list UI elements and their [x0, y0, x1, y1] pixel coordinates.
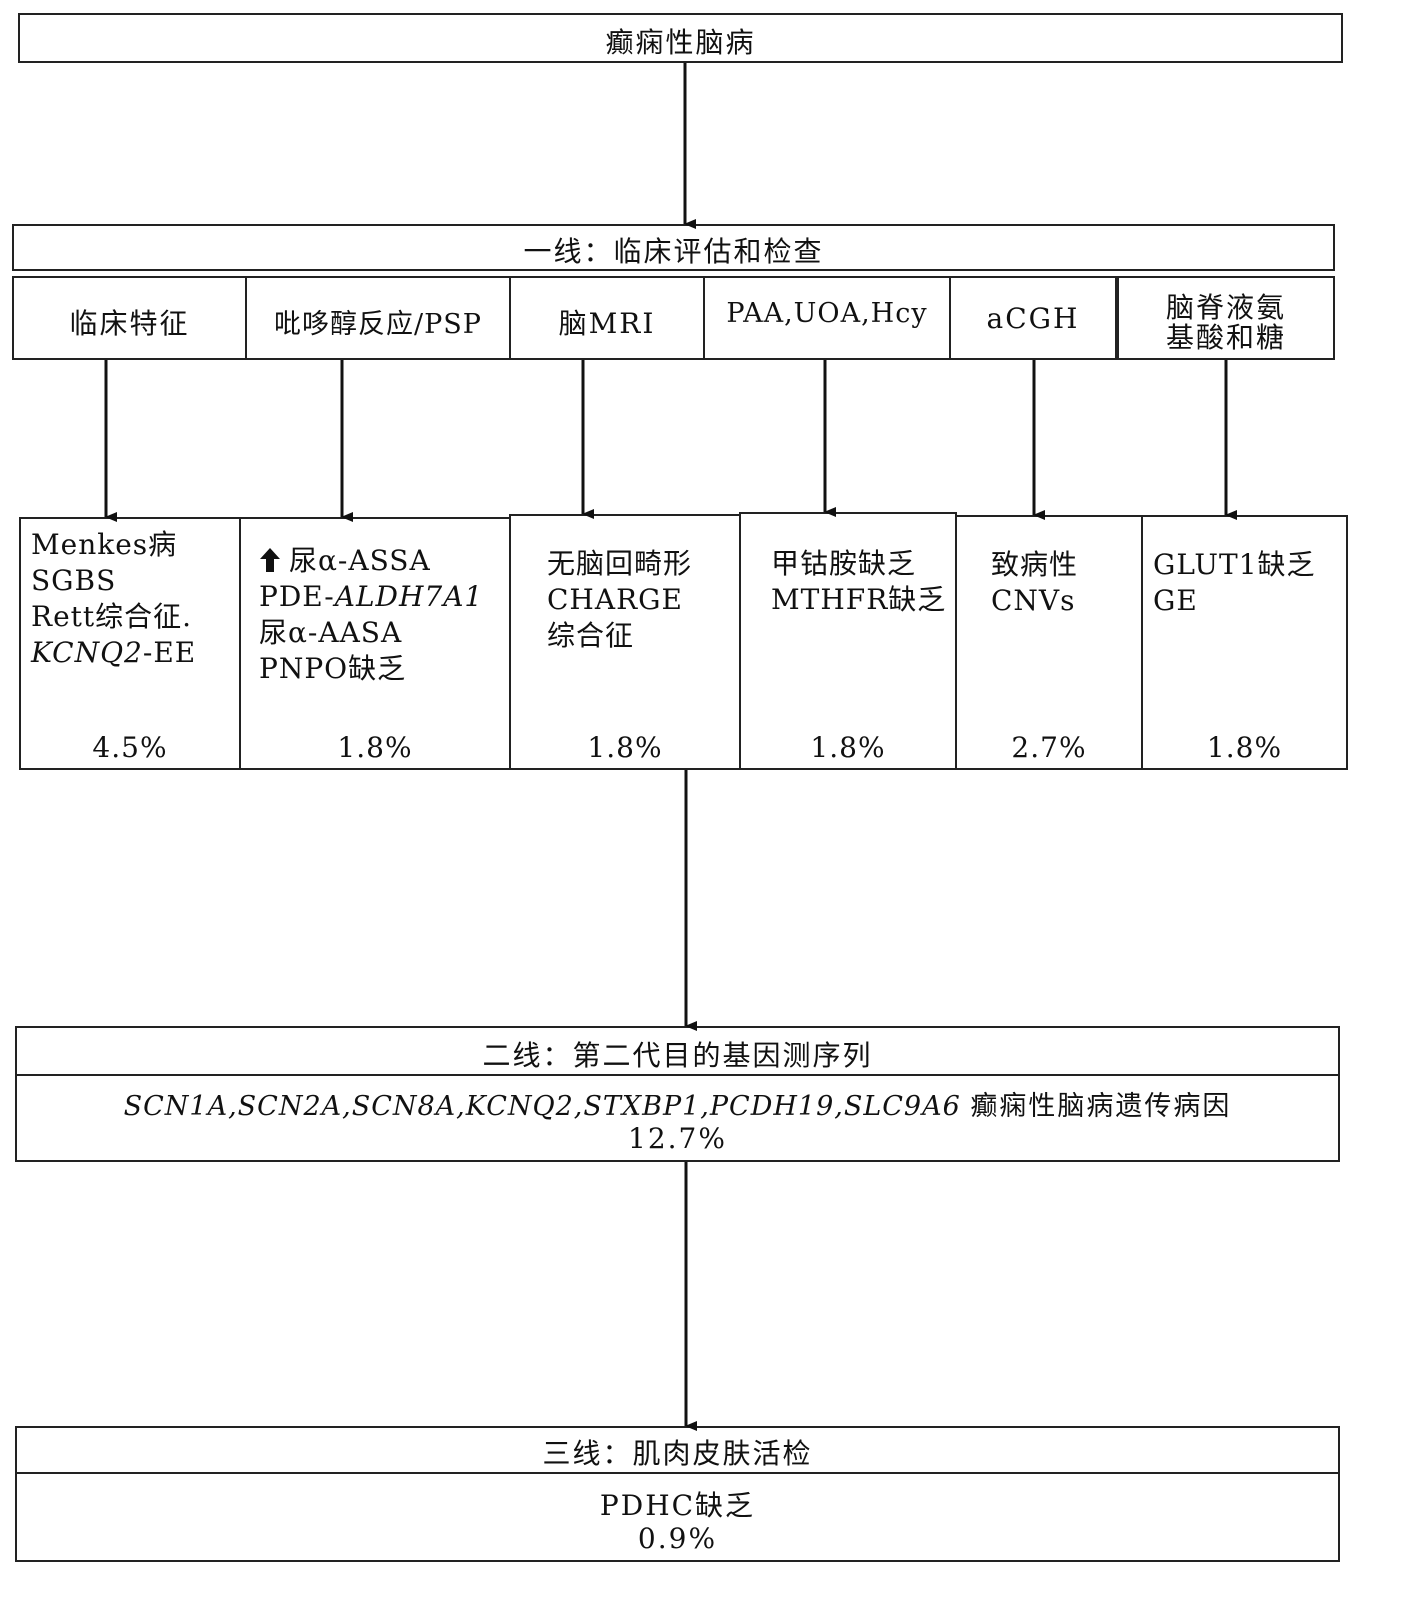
- result-box-csf: GLUT1缺乏 GE 1.8%: [1141, 515, 1348, 770]
- result-lines: 尿α-ASSA PDE-ALDH7A1 尿α-AASA PNPO缺乏: [259, 543, 505, 687]
- result-line: GE: [1153, 584, 1198, 617]
- line2-title: 二线：第二代目的基因测序列: [482, 1039, 873, 1072]
- result-box-metabolic: 甲钴胺缺乏 MTHFR缺乏 1.8%: [739, 512, 957, 770]
- result-line: GLUT1缺乏: [1153, 548, 1316, 581]
- result-line: 致病性: [991, 548, 1079, 581]
- result-box-mri: 无脑回畸形 CHARGE 综合征 1.8%: [509, 514, 741, 770]
- result-line: PDE-ALDH7A1: [259, 579, 505, 615]
- category-label-line1: 脑脊液氨: [1165, 291, 1286, 324]
- result-line: MTHFR缺乏: [771, 583, 947, 616]
- category-label: 吡哆醇反应/PSP: [274, 309, 482, 340]
- line3-result: PDHC缺乏: [599, 1489, 756, 1522]
- result-percent: 1.8%: [810, 731, 886, 764]
- result-line: 甲钴胺缺乏: [771, 547, 917, 580]
- category-box-clinical: 临床特征: [12, 276, 247, 360]
- result-lines: 甲钴胺缺乏 MTHFR缺乏: [771, 546, 951, 618]
- result-box-acgh: 致病性 CNVs 2.7%: [955, 515, 1143, 770]
- line3-header-box: 三线：肌肉皮肤活检: [15, 1426, 1340, 1474]
- result-line: SGBS: [31, 564, 117, 597]
- result-percent: 1.8%: [587, 731, 663, 764]
- result-percent: 4.5%: [92, 731, 168, 764]
- line1-title: 一线：临床评估和检查: [523, 235, 824, 268]
- category-label: aCGH: [986, 302, 1080, 335]
- category-box-pyridoxine: 吡哆醇反应/PSP: [245, 276, 511, 360]
- pde-prefix: PDE-: [259, 580, 335, 613]
- result-percent: 1.8%: [337, 731, 413, 764]
- gene-italic: KCNQ2: [31, 636, 143, 669]
- category-box-metabolic: PAA,UOA,Hcy: [703, 276, 951, 360]
- result-line: CNVs: [991, 584, 1076, 617]
- result-line: 综合征: [547, 619, 635, 652]
- category-label: 脑MRI: [558, 307, 656, 340]
- result-percent: 2.7%: [1011, 731, 1087, 764]
- result-line: 尿α-ASSA: [259, 543, 505, 579]
- category-box-csf: 脑脊液氨 基酸和糖: [1117, 276, 1335, 360]
- result-line: 尿α-AASA: [259, 616, 403, 649]
- result-box-clinical: Menkes病 SGBS Rett综合征. KCNQ2-EE 4.5%: [19, 517, 241, 770]
- gene-list: SCN1A,SCN2A,SCN8A,KCNQ2,STXBP1,PCDH19,SL…: [123, 1091, 961, 1122]
- result-lines: GLUT1缺乏 GE: [1153, 547, 1342, 619]
- line2-percent: 12.7%: [628, 1122, 727, 1155]
- result-line: Rett综合征.: [31, 600, 193, 633]
- category-label-line2: 基酸和糖: [1165, 321, 1286, 354]
- result-percent: 1.8%: [1206, 731, 1283, 764]
- up-arrow-icon: [260, 548, 280, 572]
- gene-description: 癫痫性脑病遗传病因: [970, 1091, 1232, 1122]
- line1-header-box: 一线：临床评估和检查: [12, 224, 1335, 271]
- result-line: Menkes病: [31, 528, 178, 561]
- category-label: 临床特征: [69, 307, 190, 340]
- result-lines: Menkes病 SGBS Rett综合征. KCNQ2-EE: [31, 527, 235, 671]
- line2-result-box: SCN1A,SCN2A,SCN8A,KCNQ2,STXBP1,PCDH19,SL…: [15, 1074, 1340, 1162]
- urine-assa: 尿α-ASSA: [289, 544, 431, 577]
- category-box-acgh: aCGH: [949, 276, 1117, 360]
- result-lines: 无脑回畸形 CHARGE 综合征: [547, 546, 735, 654]
- category-box-mri: 脑MRI: [509, 276, 705, 360]
- line3-title: 三线：肌肉皮肤活检: [542, 1437, 813, 1470]
- result-line: KCNQ2-EE: [31, 635, 235, 671]
- category-label: PAA,UOA,Hcy: [726, 298, 928, 329]
- result-line: CHARGE: [547, 583, 683, 616]
- result-lines: 致病性 CNVs: [991, 547, 1137, 619]
- top-title: 癫痫性脑病: [605, 26, 756, 59]
- line3-result-box: PDHC缺乏 0.9%: [15, 1472, 1340, 1562]
- line3-percent: 0.9%: [637, 1522, 718, 1555]
- gene-suffix: -EE: [142, 636, 197, 669]
- top-box: 癫痫性脑病: [18, 13, 1343, 63]
- line2-gene-line: SCN1A,SCN2A,SCN8A,KCNQ2,STXBP1,PCDH19,SL…: [17, 1084, 1338, 1123]
- result-line: PNPO缺乏: [259, 652, 407, 685]
- gene-italic: ALDH7A1: [334, 580, 484, 613]
- result-line: 无脑回畸形: [547, 547, 693, 580]
- line2-header-box: 二线：第二代目的基因测序列: [15, 1026, 1340, 1076]
